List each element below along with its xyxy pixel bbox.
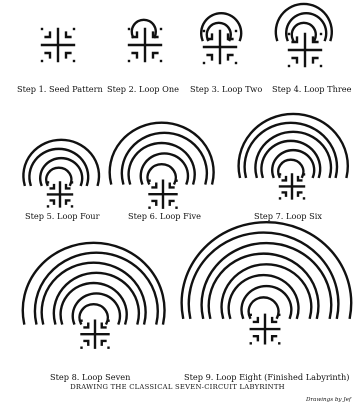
caption-step-9: Step 9. Loop Eight (Finished Labyrinth) — [184, 372, 349, 382]
seed-cross — [48, 182, 72, 206]
step-4 — [276, 4, 332, 67]
seed-dot — [203, 30, 205, 32]
seed-dot — [288, 65, 290, 67]
seed-dot — [235, 62, 237, 64]
diagram-title: DRAWING THE CLASSICAL SEVEN-CIRCUIT LABY… — [0, 383, 355, 391]
caption-step-8: Step 8. Loop Seven — [50, 372, 130, 382]
seed-dot — [148, 207, 150, 209]
seed-cross — [280, 174, 304, 198]
seed-dot — [80, 347, 82, 349]
step-5 — [23, 140, 99, 208]
seed-cross — [42, 29, 74, 61]
step-9 — [182, 222, 352, 344]
seed-dot — [303, 197, 305, 199]
seed-dot — [288, 33, 290, 35]
caption-step-1: Step 1. Seed Pattern — [17, 84, 103, 94]
seed-dot — [128, 60, 130, 62]
loop-8 — [182, 222, 352, 317]
caption-step-5: Step 5. Loop Four — [25, 211, 100, 221]
drawing-credit: Drawings by Jef — [306, 397, 351, 403]
seed-dot — [107, 347, 109, 349]
seed-dot — [175, 207, 177, 209]
loop-1 — [79, 304, 107, 323]
loop-1 — [249, 297, 279, 317]
caption-step-6: Step 6. Loop Five — [128, 211, 201, 221]
seed-dot — [235, 30, 237, 32]
seed-dot — [278, 342, 280, 344]
seed-dot — [73, 28, 75, 30]
step-8 — [23, 243, 165, 349]
caption-step-3: Step 3. Loop Two — [190, 84, 262, 94]
seed-dot — [203, 62, 205, 64]
seed-dot — [41, 28, 43, 30]
step-6 — [110, 123, 214, 209]
seed-cross — [251, 315, 280, 344]
seed-cross — [150, 181, 177, 208]
seed-dot — [320, 33, 322, 35]
seed-cross — [82, 321, 109, 348]
caption-step-7: Step 7. Loop Six — [254, 211, 322, 221]
step-2 — [128, 20, 162, 62]
step-7 — [239, 114, 348, 200]
caption-step-2: Step 2. Loop One — [107, 84, 179, 94]
caption-step-4: Step 4. Loop Three — [272, 84, 351, 94]
seed-dot — [71, 205, 73, 207]
seed-dot — [128, 28, 130, 30]
seed-dot — [250, 342, 252, 344]
loop-1 — [147, 164, 175, 183]
step-1 — [41, 28, 75, 62]
seed-dot — [41, 60, 43, 62]
seed-dot — [47, 205, 49, 207]
step-3 — [201, 13, 241, 64]
seed-dot — [73, 60, 75, 62]
seed-dot — [279, 197, 281, 199]
seed-dot — [160, 60, 162, 62]
seed-dot — [160, 28, 162, 30]
seed-dot — [320, 65, 322, 67]
